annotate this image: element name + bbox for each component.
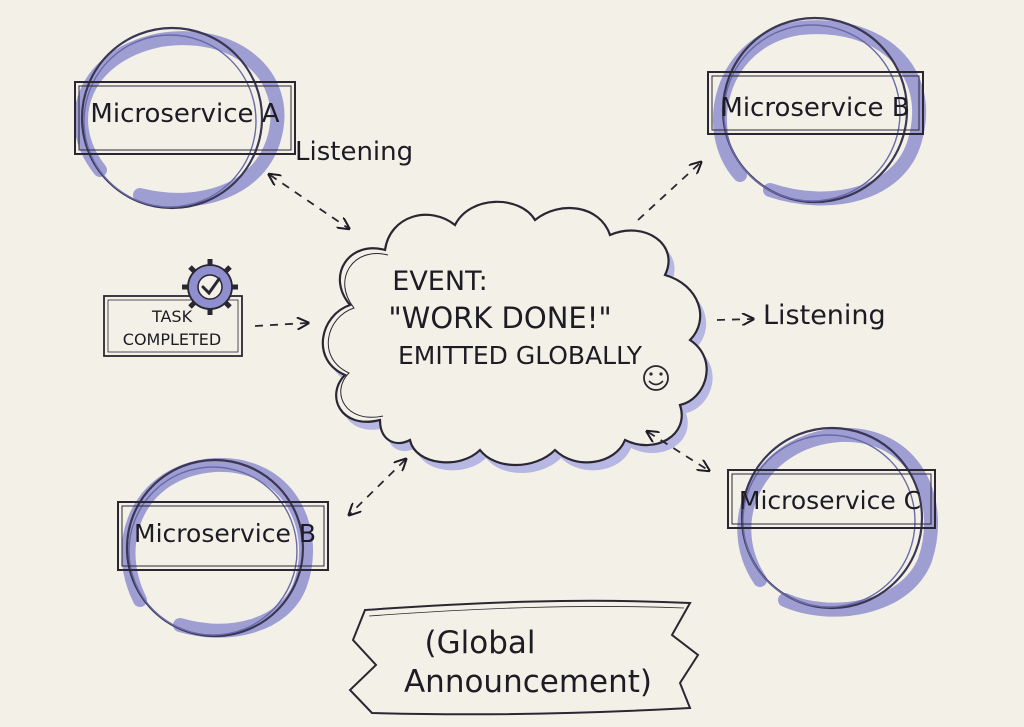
node-service-b-top: Microservice B	[707, 16, 927, 206]
arrow-cloud-listening	[716, 319, 752, 320]
event-line-2: "WORK DONE!"	[388, 301, 611, 335]
arrows	[254, 163, 752, 514]
arrow-service-a-cloud	[270, 175, 348, 228]
service-c-label: Microservice C	[739, 486, 921, 515]
arrow-cloud-service-b-top	[637, 163, 700, 221]
arrow-cloud-service-b-bottom	[350, 460, 405, 514]
event-line-3: EMITTED GLOBALLY	[398, 341, 643, 370]
service-a-label: Microservice A	[90, 99, 279, 129]
gear-check-icon	[182, 259, 238, 315]
event-line-1: EVENT:	[392, 266, 487, 297]
task-line-1: TASK	[151, 307, 193, 326]
node-service-c: Microservice C	[727, 426, 939, 617]
arrow-cloud-service-c	[648, 432, 708, 470]
service-b-bottom-label: Microservice B	[134, 519, 316, 548]
announcement-banner: (Global Announcement)	[348, 599, 700, 716]
task-line-2: COMPLETED	[123, 330, 221, 349]
service-b-top-label: Microservice B	[720, 93, 909, 123]
banner-line-1: (Global	[425, 625, 536, 661]
listening-label-right: Listening	[763, 300, 886, 331]
arrow-task-cloud	[254, 323, 307, 326]
task-completed-box: TASK COMPLETED	[103, 295, 243, 357]
event-cloud: EVENT: "WORK DONE!" EMITTED GLOBALLY	[321, 200, 713, 473]
banner-line-2: Announcement)	[404, 664, 652, 700]
listening-label-top: Listening	[295, 137, 413, 167]
node-service-b-bottom: Microservice B	[117, 457, 329, 638]
node-service-a: Microservice A	[74, 26, 296, 210]
smiley-icon	[643, 365, 669, 391]
